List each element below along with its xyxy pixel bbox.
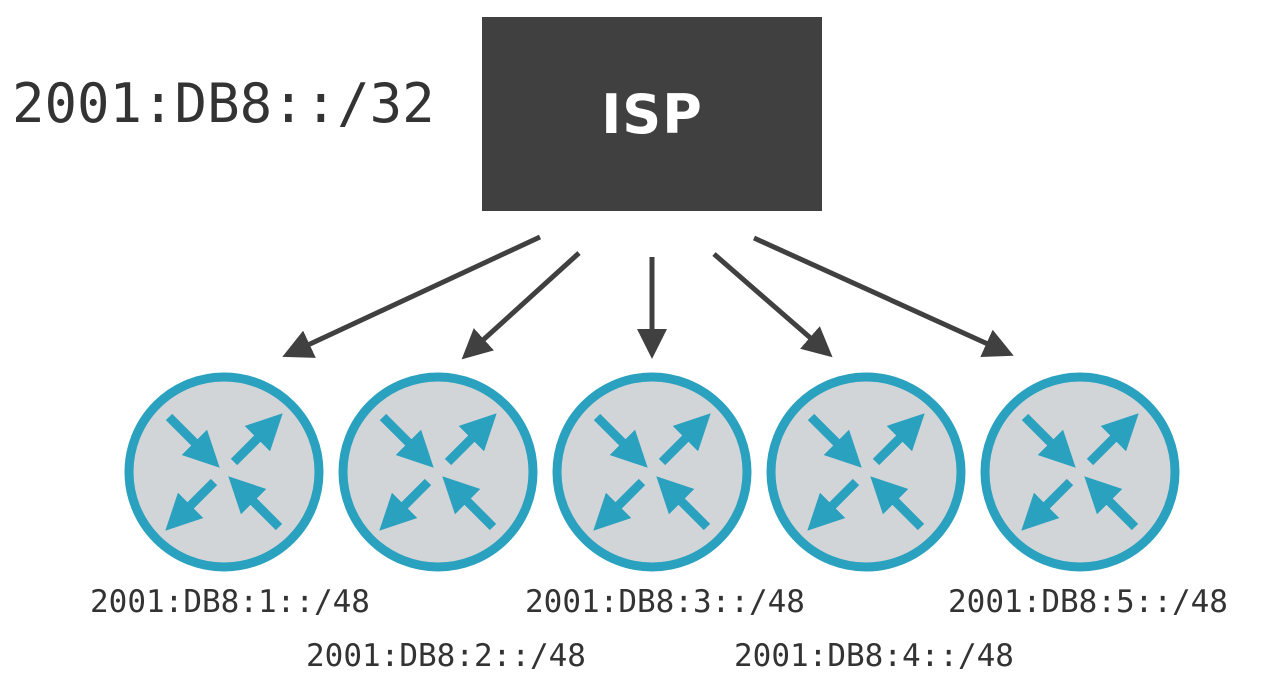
router-4-icon	[764, 370, 968, 574]
router-2-icon	[336, 370, 540, 574]
router-3-subnet: 2001:DB8:3::/48	[525, 584, 805, 620]
isp-box: ISP	[482, 17, 822, 211]
router-5-subnet: 2001:DB8:5::/48	[948, 584, 1228, 620]
arrow-to-router-4	[712, 252, 833, 358]
arrow-to-router-5	[752, 235, 1014, 358]
router-4-subnet: 2001:DB8:4::/48	[734, 638, 1014, 674]
router-1-icon	[122, 370, 326, 574]
router-5-icon	[978, 370, 1182, 574]
arrow-to-router-1	[282, 234, 542, 358]
parent-prefix-label: 2001:DB8::/32	[12, 72, 435, 135]
router-2-subnet: 2001:DB8:2::/48	[306, 638, 586, 674]
router-3-icon	[550, 370, 754, 574]
router-1-subnet: 2001:DB8:1::/48	[90, 584, 370, 620]
isp-label: ISP	[601, 82, 703, 146]
arrow-to-router-2	[461, 251, 581, 360]
